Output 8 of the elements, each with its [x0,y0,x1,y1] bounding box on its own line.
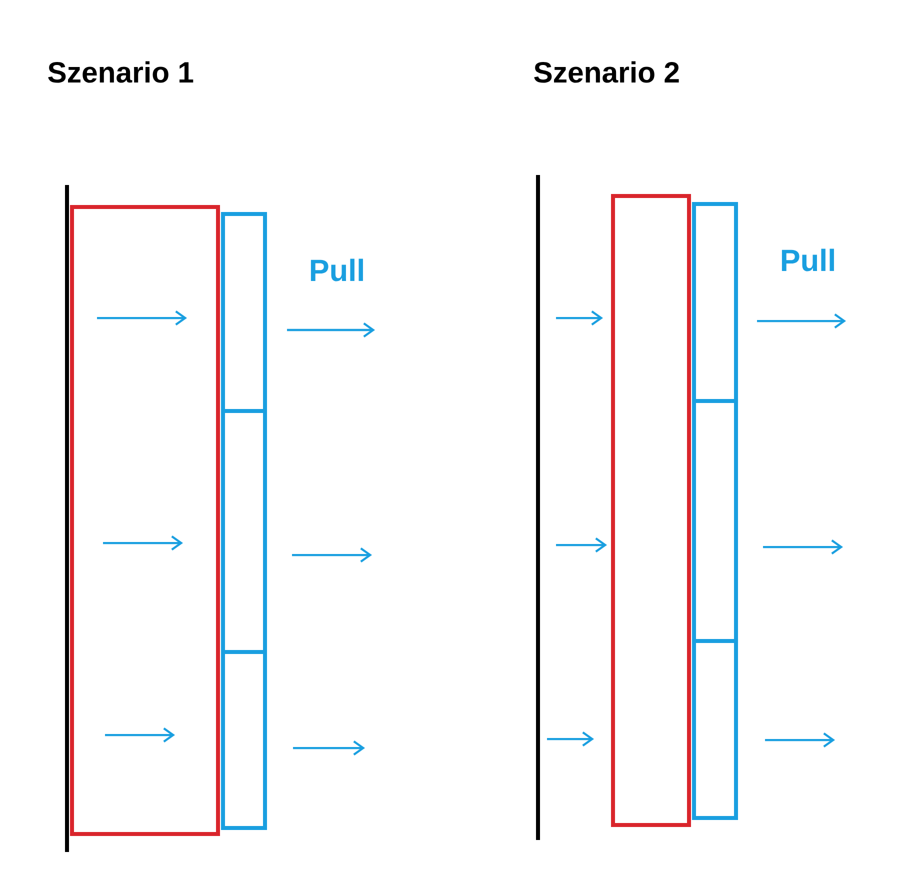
pull-label: Pull [310,258,363,282]
heading: Szenario 1 [48,61,194,83]
board-box [611,194,691,827]
pull-label: Pull [782,248,834,272]
board-box [70,205,220,836]
heading: Szenario 2 [534,61,679,83]
panel-segment [221,650,267,830]
panel-segment [692,639,738,820]
